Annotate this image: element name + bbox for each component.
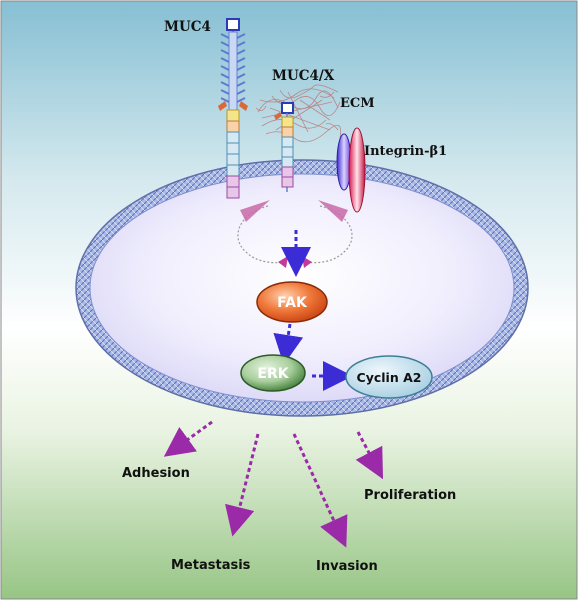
glycan-chains xyxy=(220,33,246,103)
fak-node: FAK xyxy=(256,281,328,323)
integrin-beta1 xyxy=(336,127,366,213)
erk-label: ERK xyxy=(257,366,289,382)
muc4x-receptor xyxy=(255,84,342,192)
cyclin-a2-label: Cyclin A2 xyxy=(357,370,422,385)
arrow-to-metastasis xyxy=(225,433,260,537)
arrow-fak-to-erk xyxy=(273,323,304,365)
metastasis-label: Metastasis xyxy=(171,558,251,573)
cyclin-a2-node: Cyclin A2 xyxy=(345,355,433,399)
adhesion-label: Adhesion xyxy=(122,466,190,481)
ecm-fibers xyxy=(255,84,342,143)
muc4-receptor xyxy=(218,18,248,199)
muc4-label: MUC4 xyxy=(164,19,211,35)
outcome-arrows xyxy=(163,420,384,548)
invasion-label: Invasion xyxy=(316,559,378,574)
fak-label: FAK xyxy=(277,295,308,311)
ecm-label: ECM xyxy=(340,96,375,111)
erk-node: ERK xyxy=(240,354,306,392)
integrin-label: Integrin-β1 xyxy=(364,144,447,159)
arrow-to-invasion xyxy=(292,433,348,548)
muc4x-label: MUC4/X xyxy=(272,68,335,84)
proliferation-label: Proliferation xyxy=(364,488,456,503)
arrow-to-adhesion xyxy=(163,420,213,457)
